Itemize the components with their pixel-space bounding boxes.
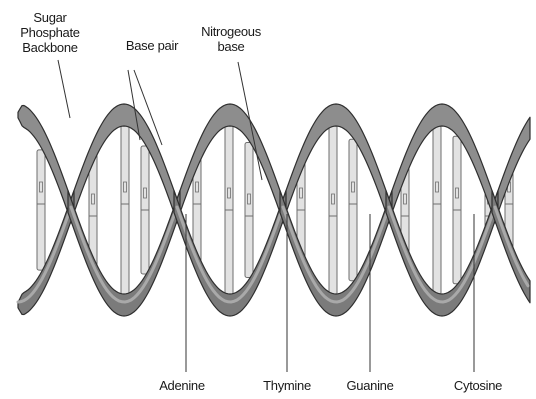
base-pair-rung bbox=[433, 126, 441, 295]
base-pair-rung bbox=[121, 123, 129, 297]
label-base-pair: Base pair bbox=[108, 38, 196, 53]
base-pair-rungs bbox=[37, 123, 513, 297]
backbone-strand-front bbox=[18, 191, 74, 315]
label-nitrogenous-base: Nitrogeous base bbox=[186, 24, 276, 54]
label-cytosine: Cytosine bbox=[438, 378, 518, 393]
base-pair-rung bbox=[349, 139, 357, 281]
base-pair-rung bbox=[329, 124, 337, 295]
leader-backbone bbox=[58, 60, 70, 118]
label-sugar-phosphate-backbone: Sugar Phosphate Backbone bbox=[8, 10, 92, 55]
base-pair-rung bbox=[245, 142, 253, 277]
label-thymine: Thymine bbox=[252, 378, 322, 393]
base-pair-rung bbox=[37, 150, 45, 270]
label-guanine: Guanine bbox=[330, 378, 410, 393]
label-adenine: Adenine bbox=[142, 378, 222, 393]
